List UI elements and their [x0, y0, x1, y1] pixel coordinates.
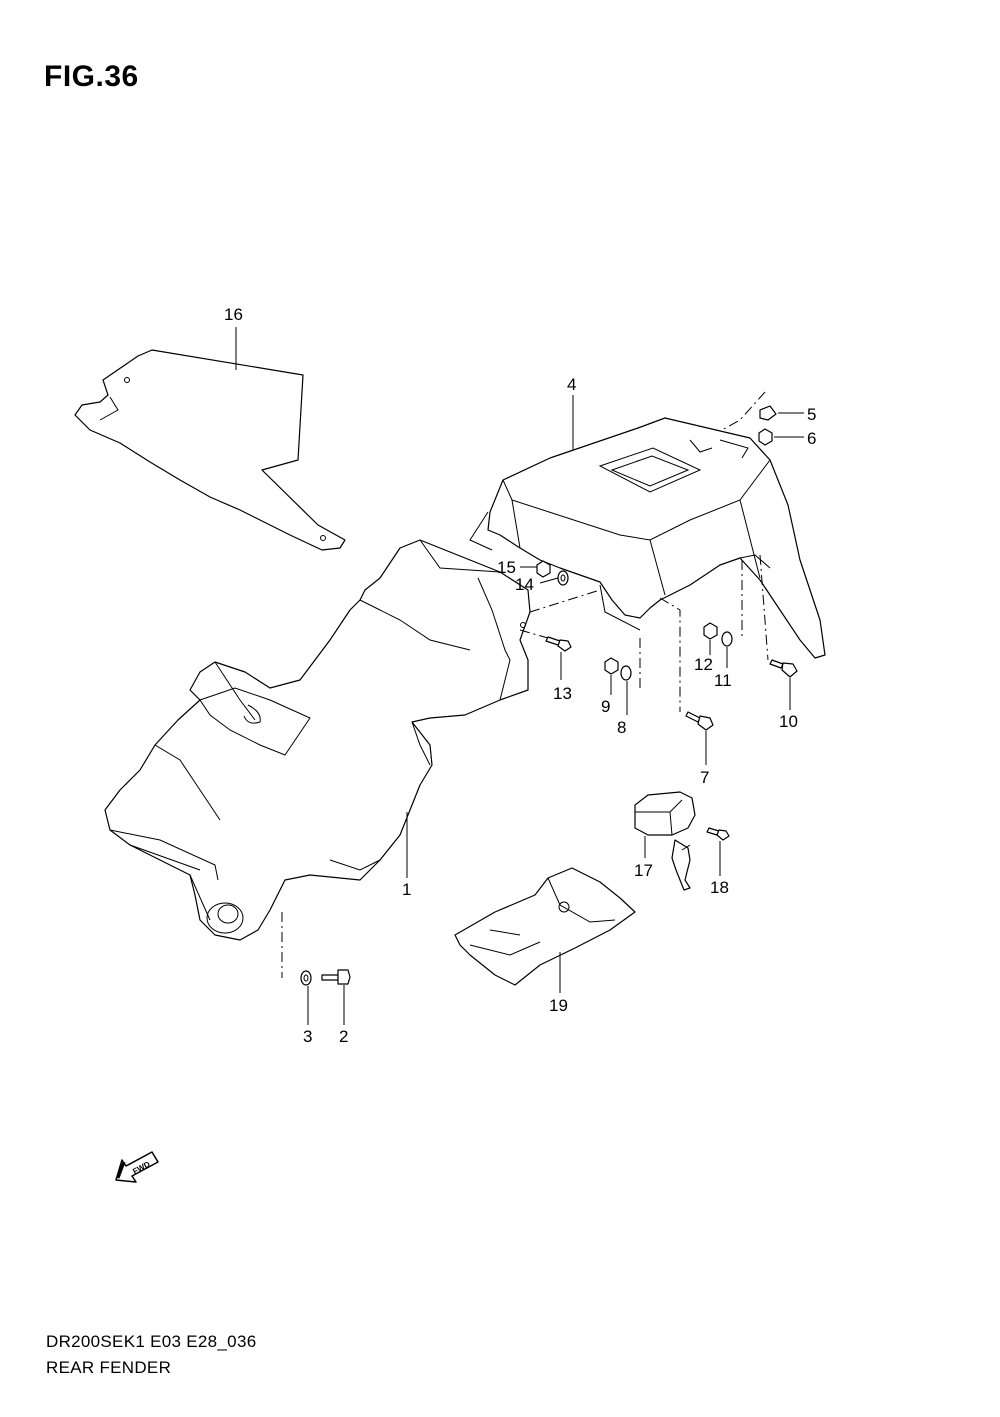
callout-19: 19 — [549, 996, 568, 1015]
assembly-lines — [281, 391, 769, 978]
part-17-helmet-lock — [634, 791, 696, 891]
part-4-rear-fender-upper — [469, 417, 826, 659]
callout-7: 7 — [700, 768, 709, 787]
callout-3: 3 — [303, 1027, 312, 1046]
callout-11: 11 — [714, 671, 732, 690]
part-19-tool-bag — [454, 867, 636, 986]
callout-10: 10 — [779, 712, 798, 731]
callout-12: 12 — [694, 655, 713, 674]
callout-14: 14 — [515, 575, 534, 594]
callout-1: 1 — [402, 880, 411, 899]
callout-13: 13 — [553, 684, 572, 703]
callout-9: 9 — [601, 697, 610, 716]
callout-numbers: 16 4 5 6 15 14 13 9 8 12 11 10 7 1 17 18… — [224, 305, 816, 1046]
figure-name: REAR FENDER — [46, 1358, 172, 1377]
callout-18: 18 — [710, 878, 729, 897]
callout-5: 5 — [807, 405, 816, 424]
callout-8: 8 — [617, 718, 626, 737]
callout-17: 17 — [634, 861, 653, 880]
callout-15: 15 — [497, 558, 516, 577]
callout-4: 4 — [567, 375, 576, 394]
part-1-rear-fender-main — [104, 539, 531, 941]
callout-2: 2 — [339, 1027, 348, 1046]
callout-6: 6 — [807, 429, 816, 448]
part-16-flap — [74, 349, 346, 551]
callout-leaders — [235, 327, 804, 1025]
fwd-arrow-icon: FWD — [115, 1151, 159, 1183]
model-code: DR200SEK1 E03 E28_036 — [46, 1332, 257, 1351]
figure-title: FIG.36 — [44, 60, 139, 93]
callout-16: 16 — [224, 305, 243, 324]
hardware-fasteners — [300, 405, 798, 986]
